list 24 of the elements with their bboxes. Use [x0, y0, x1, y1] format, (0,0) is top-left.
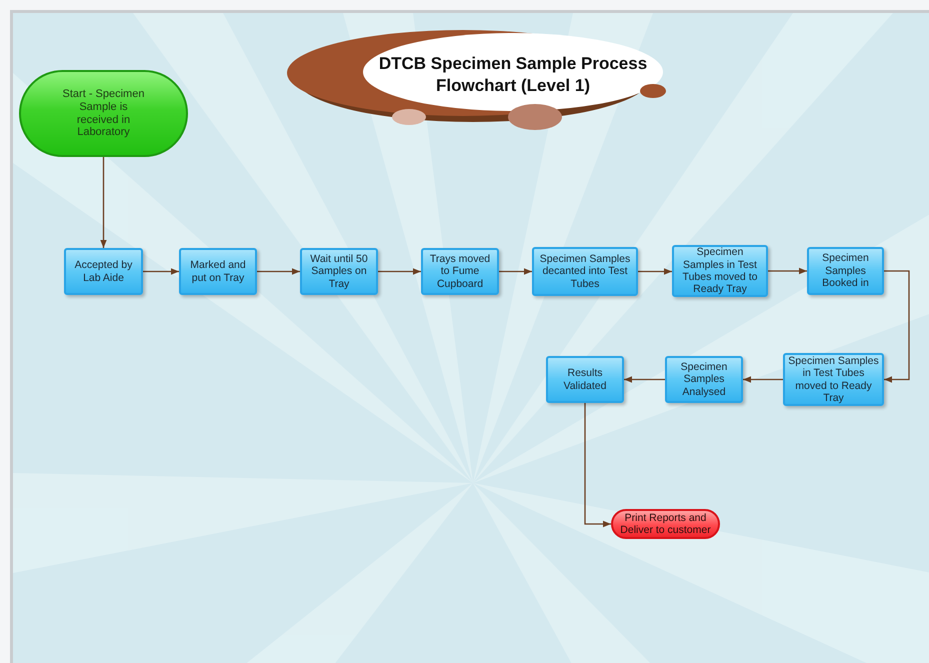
- process-box: Specimen Samples Booked in: [807, 247, 884, 295]
- arrow: [378, 268, 421, 275]
- title: DTCB Specimen Sample Process Flowchart (Level 1): [378, 53, 648, 98]
- process-box: Trays moved to Fume Cupboard: [421, 248, 499, 295]
- process-box: Specimen Samples decanted into Test Tubes: [532, 247, 638, 296]
- arrow: [100, 157, 107, 248]
- process-box: Results Validated: [546, 356, 624, 403]
- start-terminal: Start - Specimen Sample is received in Laboratory: [19, 70, 188, 157]
- arrow: [768, 268, 807, 274]
- arrow: [143, 268, 179, 275]
- arrow: [499, 268, 532, 275]
- process-box: Wait until 50 Samples on Tray: [300, 248, 378, 295]
- arrow: [638, 268, 672, 275]
- process-box: Specimen Samples Analysed: [665, 356, 743, 403]
- arrow: [584, 403, 611, 528]
- end-terminal: Print Reports and Deliver to customer: [611, 509, 720, 539]
- process-box: Specimen Samples in Test Tubes moved to Ready Tray: [783, 353, 884, 406]
- arrow: [257, 268, 300, 275]
- process-box: Accepted by Lab Aide: [64, 248, 143, 295]
- arrow: [743, 376, 783, 383]
- process-box: Marked and put on Tray: [179, 248, 257, 295]
- arrow: [624, 376, 665, 383]
- process-box: Specimen Samples in Test Tubes moved to Ready Tray: [672, 245, 768, 297]
- arrow: [884, 270, 910, 383]
